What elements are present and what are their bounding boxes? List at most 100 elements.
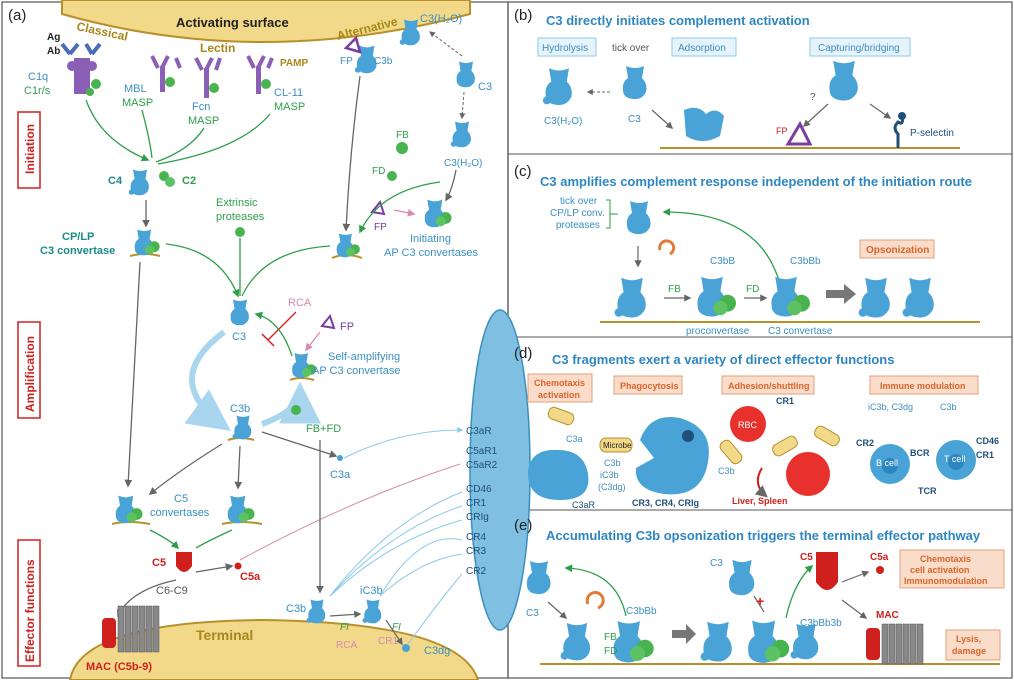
panel-b: (b) C3 directly initiates complement act… [514,7,960,149]
cl11-complex [246,55,274,94]
ic3b-to-c3dg-arrow [385,619,403,646]
adsorption-box [671,37,737,57]
mbl-complex [150,55,182,92]
e-c3-left-label: C3 [526,608,539,619]
c3h2o-to-initiating-arrow [445,169,457,202]
b-c3h2o-label: C3(H₂O) [544,116,582,127]
c5conv-right-molecule [227,495,255,524]
c5a-molecule [234,562,242,570]
c3dg-molecule [402,644,410,652]
receptor-fan-lines [329,427,464,645]
fi-label-1: FI [340,622,349,633]
c5-to-c5a-arrow [195,563,234,573]
d-cr1b-label: CR1 [976,450,994,460]
e-c3-down-arrow [547,601,568,619]
b-pselectin-icon [893,115,904,148]
d-bacterium-1 [547,406,575,426]
fp-amp-icon [320,313,336,330]
capturing-box [809,37,911,57]
c3b-amp-molecule [232,415,252,440]
e-c3bbb-molecule [613,621,654,663]
d-bcr-label: BCR [910,448,930,458]
selfamp-to-c3-arrow [254,311,293,357]
d-phagocyte [635,416,709,495]
panel-e-title: Accumulating C3b opsonization triggers t… [546,528,981,543]
c-opsonization-label: Opsonization [866,245,929,256]
c-tick-label-1: tick over [560,196,598,207]
mac-pore [102,605,160,653]
c3b-to-ic3b-arrow [329,610,362,618]
d-c3ar-label: C3aR [572,500,596,510]
c4-molecule [128,169,149,196]
e-c3-left-molecule [526,561,551,595]
fcn-masp-label: MASP [188,115,219,127]
fd-label: FD [372,166,385,177]
e-cross-icon: + [756,593,764,609]
selfamp-label-1: Self-amplifying [328,351,400,363]
selfamp-label-2: AP C3 convertase [312,365,400,377]
cplp-label-1: CP/LP [62,231,94,243]
e-box-lysis [945,629,1001,661]
c5a-to-receptor-line [239,463,461,561]
mbl-to-c4-arrow [141,109,153,159]
activating-surface-label: Activating surface [176,15,289,30]
fp-amp-arrow [305,331,321,352]
e-feedback-arrow [564,564,627,617]
e-c5a-arrow [841,570,870,583]
d-tcell-label: T cell [944,454,965,464]
e-mac-arrow [841,599,868,619]
panel-c-title: C3 amplifies complement response indepen… [540,174,972,189]
d-tcell-nucleus [948,454,964,470]
ic3b-molecule [362,599,382,624]
c-c3-molecule [626,201,651,235]
fi-label-2: FI [392,622,401,633]
e-mac-pore [866,623,924,665]
selfamp-surface [289,377,315,381]
c-opson-molecule-2 [902,277,934,318]
c5-label: C5 [152,557,166,569]
c-fd-label: FD [746,284,759,295]
b-fp-icon [785,120,813,146]
d-bacterium-4 [814,425,840,447]
e-c3-label: C3 [710,558,723,569]
c-c3bbb-molecule [771,276,810,317]
c5conv-to-c5-arrow-left [149,529,180,550]
receptor-cr3: CR3 [466,546,486,557]
ap-convertase-molecule [336,233,360,258]
c3b-to-c5conv-left-arrow [148,443,223,495]
receptor-cr4: CR4 [466,532,486,543]
e-c3b-molecule-2 [700,621,732,662]
d-chemotaxis-label-1: Chemotaxis [534,378,585,388]
c2-label: C2 [182,175,196,187]
d-bcell-label: B cell [876,458,898,468]
b-fp-label: FP [776,126,788,136]
c3-amp-molecule [230,299,249,326]
d-c3b-label-2: iC3b [600,470,619,480]
receptor-c5ar2: C5aR2 [466,460,498,471]
ap-to-c3-arrow [241,245,331,297]
c-bracket [606,199,618,229]
panel-d-title: C3 fragments exert a variety of direct e… [552,352,894,367]
c3-right-label: C3 [478,81,492,93]
cplp-convertase-molecule [134,229,160,256]
c-tick-label-3: proteases [556,220,600,231]
e-c3bbb3b-label: C3bBb3b [800,618,842,629]
d-liver-arrow [754,467,768,498]
c3h2o-top-label: C3(H₂O) [420,13,462,25]
receptor-cd46: CD46 [466,484,492,495]
b-c3-molecule [622,66,647,100]
fbfd-label: FB+FD [306,423,341,435]
d-rbc-label: RBC [738,420,758,430]
extrinsic-label-2: proteases [216,211,265,223]
fp-mid-label: FP [374,222,387,233]
c5conv-label-1: C5 [174,493,188,505]
c1q-complex [60,42,102,96]
e-c5a-label: C5a [870,552,889,563]
c2-molecule-b [165,177,175,187]
activating-surface-membrane [61,0,471,43]
receptor-cr1: CR1 [466,498,486,509]
d-cr1-label: CR1 [776,396,794,406]
d-adhesion-box [721,375,815,395]
